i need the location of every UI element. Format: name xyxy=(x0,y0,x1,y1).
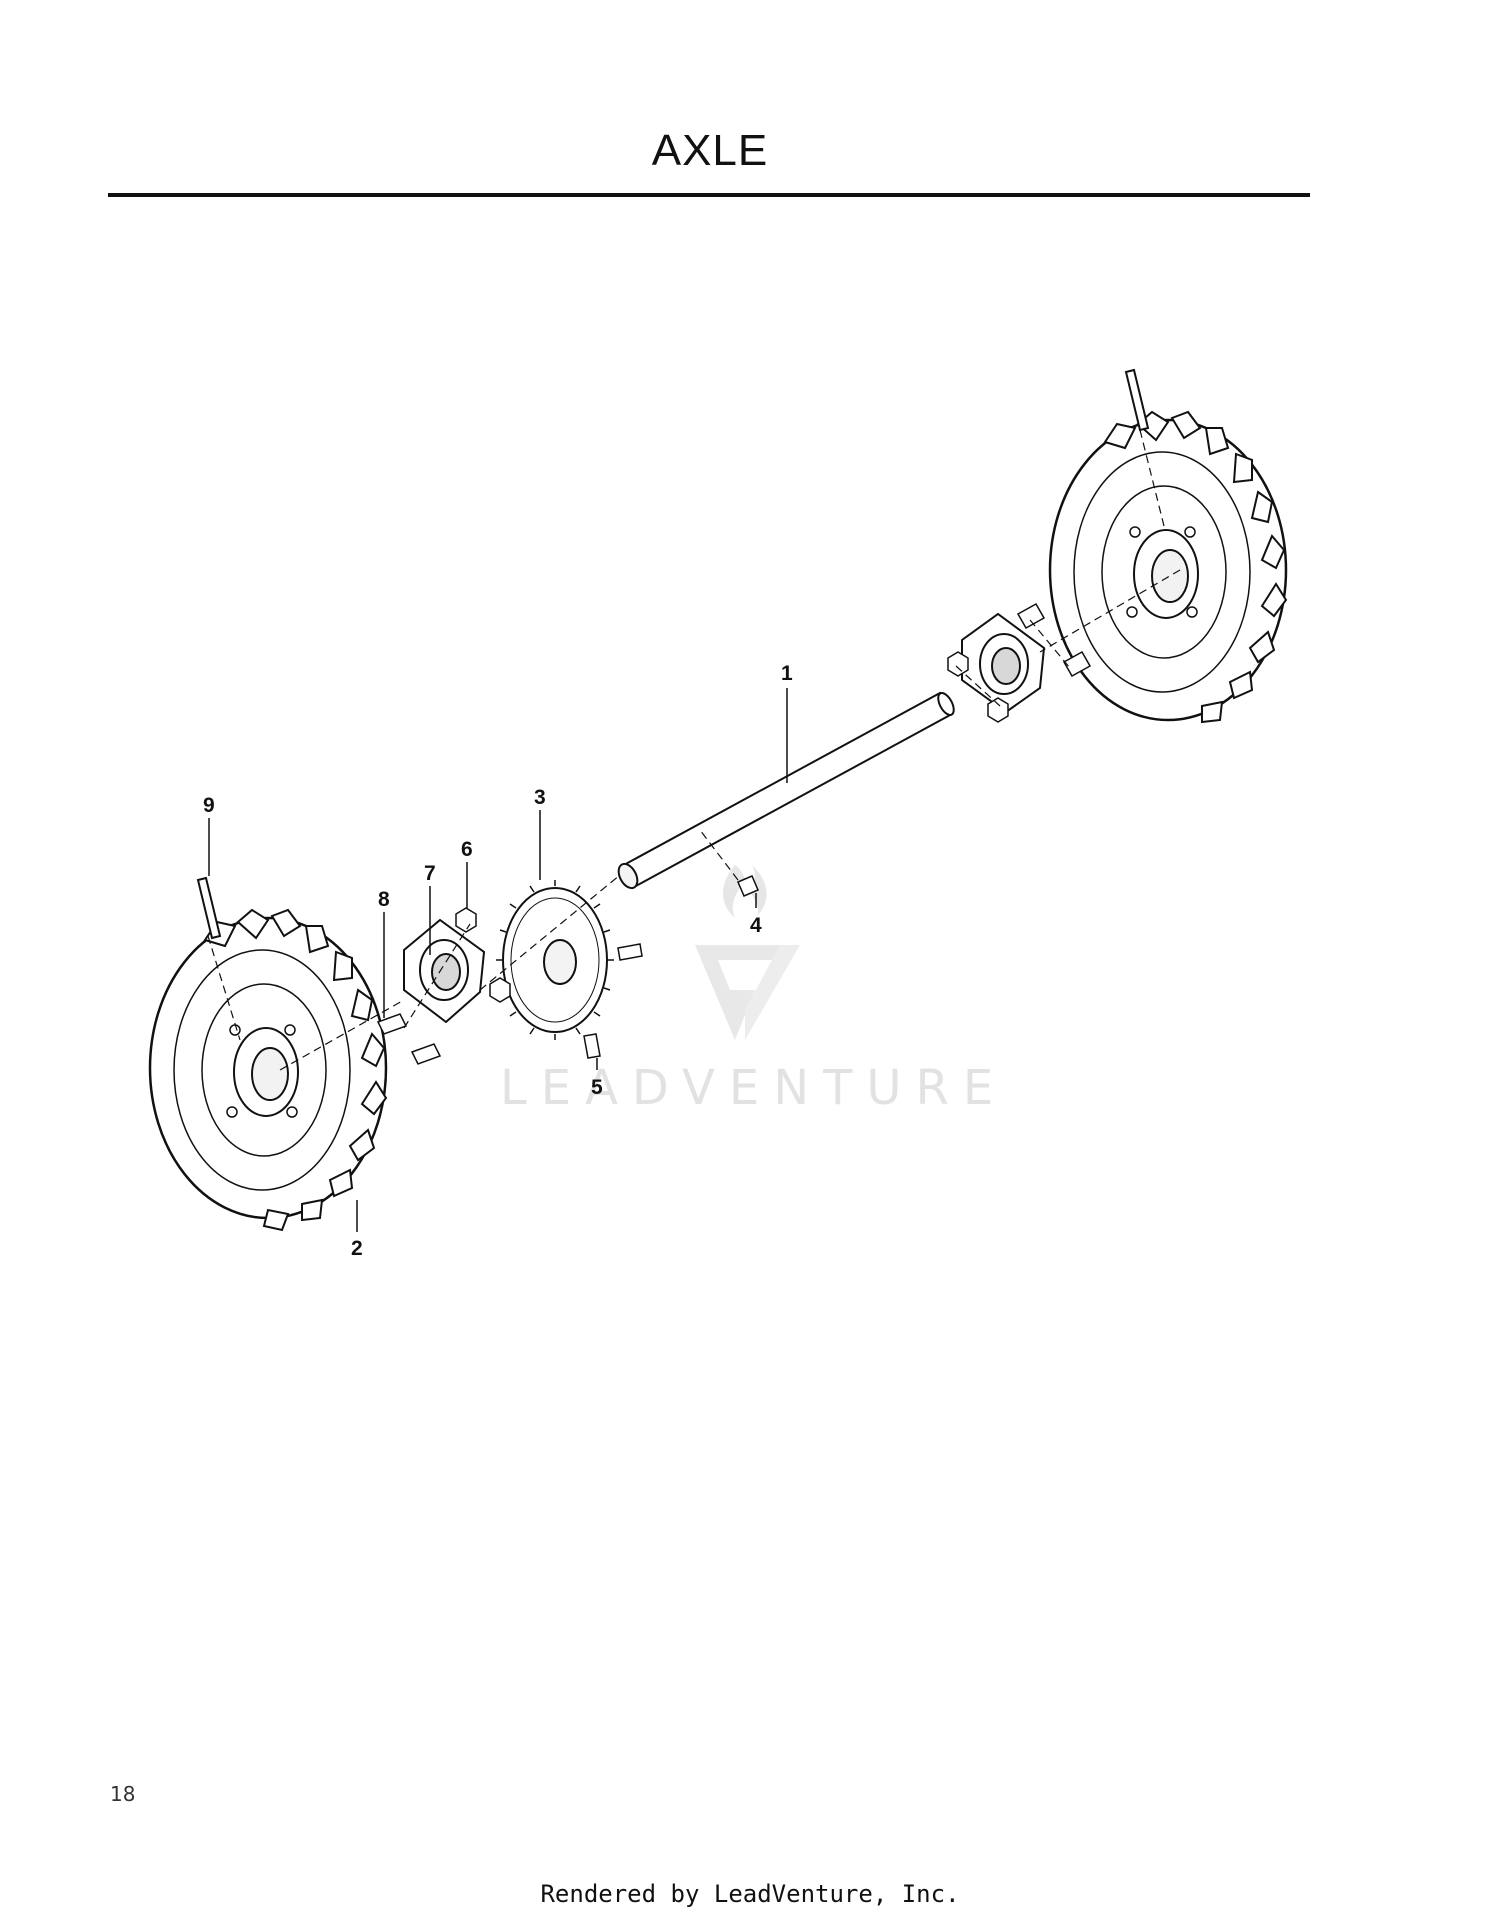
axle-shaft xyxy=(617,691,955,890)
left-nut-upper xyxy=(455,907,477,933)
callout-5: 5 xyxy=(591,1076,603,1099)
callout-1: 1 xyxy=(781,662,793,685)
callout-6: 6 xyxy=(461,838,473,861)
key xyxy=(737,875,759,897)
right-wheel-treads xyxy=(1103,410,1288,724)
callout-3: 3 xyxy=(534,786,546,809)
right-wheel xyxy=(1048,410,1288,724)
page-title: AXLE xyxy=(651,126,769,175)
page-number: 18 xyxy=(110,1782,136,1806)
left-bolt-lower xyxy=(410,1043,442,1065)
title-rule xyxy=(108,193,1310,197)
left-pin xyxy=(196,876,222,940)
left-wheel xyxy=(148,908,388,1232)
callout-2: 2 xyxy=(351,1237,363,1260)
leader-lines xyxy=(208,688,788,1232)
right-nut-lower xyxy=(987,697,1009,723)
set-screw-bottom xyxy=(583,1033,601,1059)
set-screw-side xyxy=(617,943,643,961)
right-bolt-lower xyxy=(1062,650,1092,678)
right-pin xyxy=(1124,368,1150,432)
left-wheel-treads xyxy=(203,908,388,1232)
watermark-text: LEADVENTURE xyxy=(500,1060,1007,1116)
left-nut-lower xyxy=(489,977,511,1003)
callout-9: 9 xyxy=(203,794,215,817)
callout-8: 8 xyxy=(378,888,390,911)
leadventure-logo-icon xyxy=(695,865,800,1040)
sprocket xyxy=(496,880,614,1040)
left-flange-bearing xyxy=(403,918,486,1024)
callout-4: 4 xyxy=(750,914,762,937)
right-flange-bearing xyxy=(961,612,1046,714)
right-nut-upper xyxy=(947,651,969,677)
right-bolt-upper xyxy=(1016,602,1046,630)
callout-7: 7 xyxy=(424,862,436,885)
left-bolt-upper xyxy=(376,1013,408,1035)
footer-credit: Rendered by LeadVenture, Inc. xyxy=(540,1880,960,1908)
